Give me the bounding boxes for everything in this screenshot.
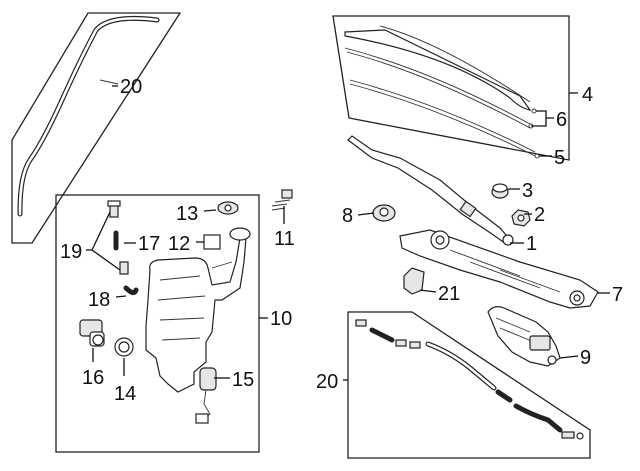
- callout-8: 8: [342, 205, 353, 227]
- hose-connectors: [107, 200, 239, 296]
- callout-5: 5: [554, 147, 565, 169]
- callout-20-hose: 20: [120, 76, 142, 98]
- washer-pump: [79, 319, 105, 347]
- callout-15: 15: [232, 369, 254, 391]
- callout-10: 10: [270, 308, 292, 330]
- wiper-arm: [347, 135, 514, 246]
- washer-reservoir-tank: [145, 227, 251, 393]
- callout-17: 17: [138, 233, 160, 255]
- leader-lines: [86, 85, 610, 379]
- callout-13: 13: [176, 203, 198, 225]
- callout-4: 4: [582, 84, 593, 106]
- wiper-linkage: [399, 229, 599, 309]
- callout-1: 1: [526, 233, 537, 255]
- callout-2: 2: [534, 204, 545, 226]
- callout-14: 14: [114, 383, 136, 405]
- wiper-blade-box: [332, 15, 578, 161]
- callout-12: 12: [168, 233, 190, 255]
- grommet: [372, 204, 396, 222]
- callout-18: 18: [88, 289, 110, 311]
- callout-16: 16: [82, 367, 104, 389]
- washer-hose-box: [343, 311, 591, 459]
- hose-panel-top-left: [11, 12, 182, 244]
- callout-20-washer-hose: 20: [316, 371, 338, 393]
- callout-3: 3: [522, 180, 533, 202]
- pump-grommet: [114, 337, 134, 357]
- callout-11: 11: [274, 228, 295, 250]
- pivot-nut: [511, 209, 531, 227]
- wiper-blades: [344, 25, 540, 159]
- reservoir-box: [55, 194, 268, 453]
- callout-9: 9: [580, 347, 591, 369]
- callout-21: 21: [438, 283, 460, 305]
- callout-19: 19: [60, 241, 82, 263]
- wiper-motor: [487, 306, 561, 367]
- pivot-cap: [491, 183, 509, 199]
- washer-hoses: [355, 319, 584, 440]
- bolt: [271, 189, 293, 211]
- callout-7: 7: [612, 284, 623, 306]
- callout-6: 6: [556, 109, 567, 131]
- callout-labels: 20 13 12 11 17 19 18 10 16 14 15 4 6 5 3…: [60, 76, 623, 405]
- level-sensor: [195, 367, 217, 424]
